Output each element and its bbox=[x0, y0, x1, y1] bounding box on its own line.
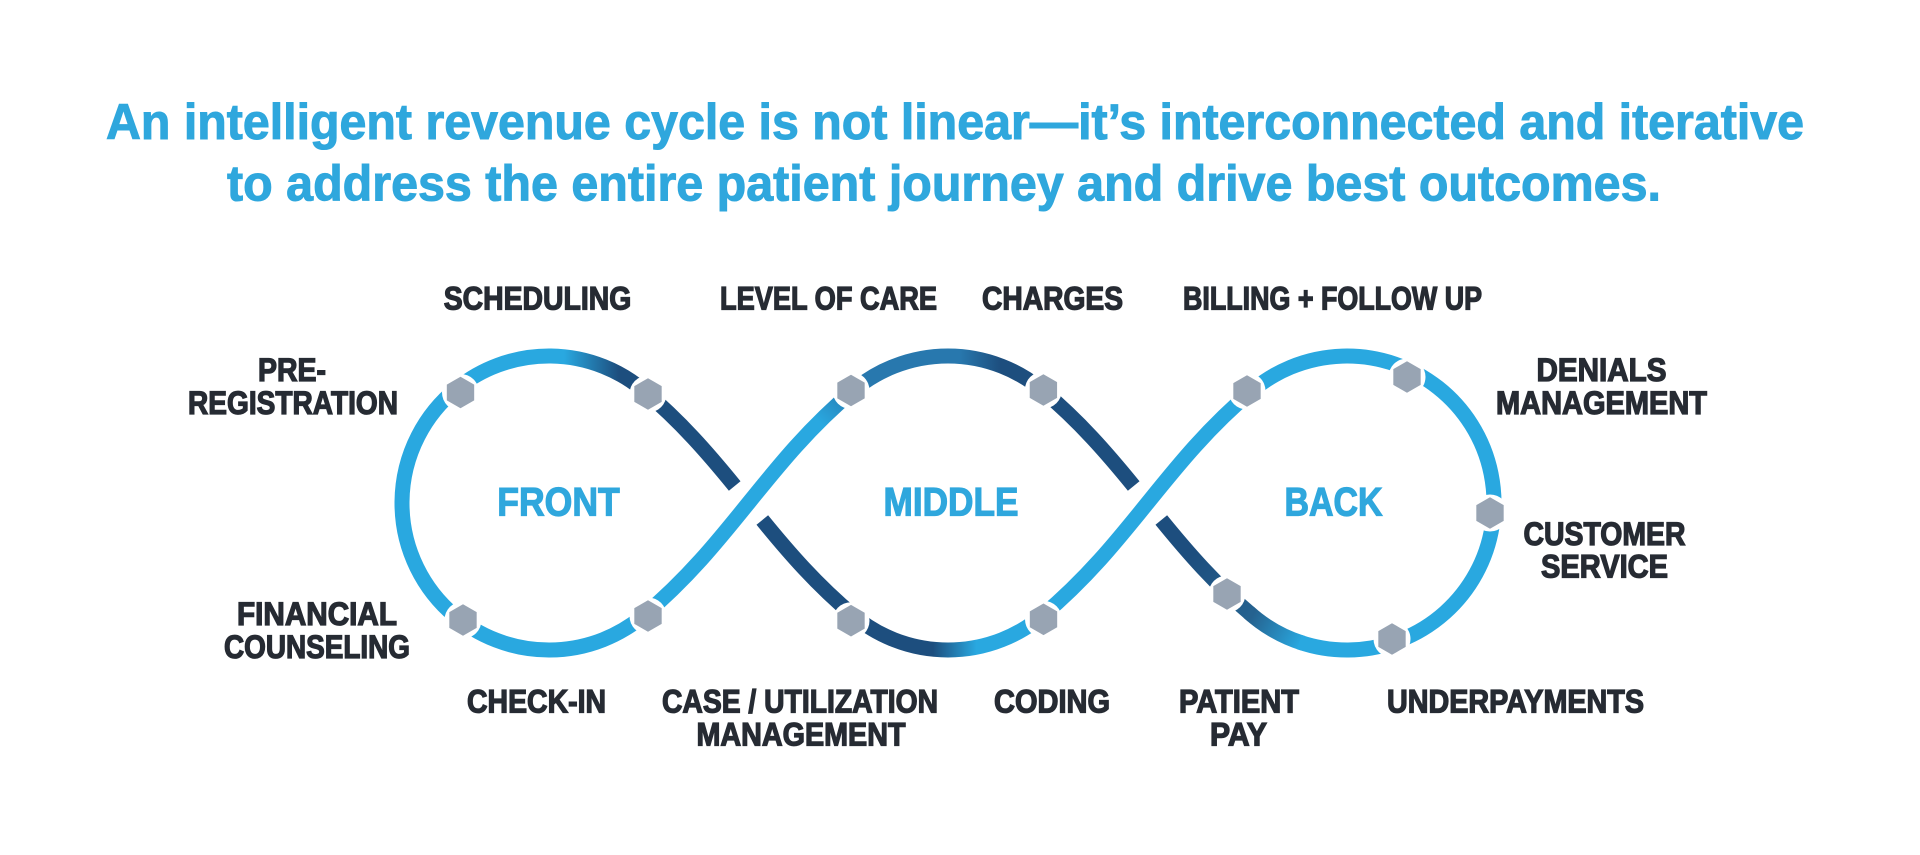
svg-text:LEVEL OF CARE: LEVEL OF CARE bbox=[720, 281, 937, 317]
svg-text:REGISTRATION: REGISTRATION bbox=[188, 385, 398, 421]
svg-text:MANAGEMENT: MANAGEMENT bbox=[697, 717, 906, 753]
svg-text:PAY: PAY bbox=[1210, 717, 1267, 753]
svg-text:BACK: BACK bbox=[1285, 481, 1383, 525]
svg-text:FINANCIAL: FINANCIAL bbox=[237, 596, 397, 632]
svg-text:UNDERPAYMENTS: UNDERPAYMENTS bbox=[1387, 684, 1644, 720]
svg-text:COUNSELING: COUNSELING bbox=[224, 629, 410, 665]
svg-text:FRONT: FRONT bbox=[497, 481, 620, 525]
svg-text:SERVICE: SERVICE bbox=[1541, 549, 1668, 585]
svg-text:BILLING + FOLLOW UP: BILLING + FOLLOW UP bbox=[1183, 281, 1482, 317]
svg-text:CHECK-IN: CHECK-IN bbox=[467, 684, 606, 720]
svg-text:An intelligent revenue cycle i: An intelligent revenue cycle is not line… bbox=[106, 94, 1804, 150]
svg-text:MANAGEMENT: MANAGEMENT bbox=[1496, 385, 1707, 421]
svg-text:CODING: CODING bbox=[994, 684, 1110, 720]
svg-text:CHARGES: CHARGES bbox=[982, 281, 1123, 317]
svg-text:PATIENT: PATIENT bbox=[1179, 684, 1299, 720]
svg-text:SCHEDULING: SCHEDULING bbox=[444, 281, 632, 317]
svg-text:CASE / UTILIZATION: CASE / UTILIZATION bbox=[662, 684, 938, 720]
svg-text:MIDDLE: MIDDLE bbox=[884, 481, 1019, 525]
svg-text:DENIALS: DENIALS bbox=[1537, 352, 1667, 388]
svg-text:PRE-: PRE- bbox=[258, 352, 326, 388]
svg-text:CUSTOMER: CUSTOMER bbox=[1524, 516, 1686, 552]
svg-text:to address the entire patient: to address the entire patient journey an… bbox=[227, 156, 1661, 212]
